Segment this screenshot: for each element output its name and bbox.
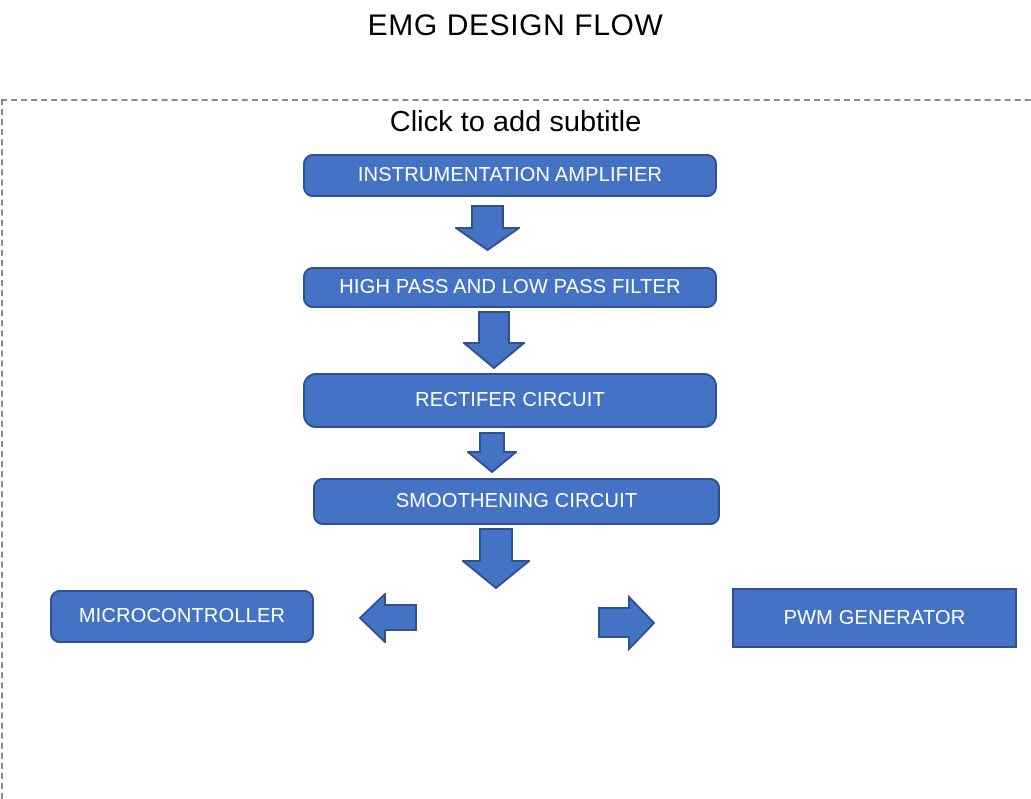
down-arrow-icon[interactable] [461, 311, 527, 370]
subtitle-placeholder-text[interactable]: Click to add subtitle [389, 106, 642, 138]
flow-node-rectifer-circuit[interactable]: RECTIFER CIRCUIT [303, 373, 717, 428]
down-arrow-icon[interactable] [460, 528, 532, 590]
flow-node-microcontroller[interactable]: MICROCONTROLLER [50, 590, 314, 643]
subtitle-placeholder[interactable] [1, 99, 1031, 799]
slide-title[interactable]: EMG DESIGN FLOW [367, 9, 664, 42]
down-arrow-icon[interactable] [452, 205, 523, 252]
flow-node-pwm-generator[interactable]: PWM GENERATOR [732, 588, 1017, 648]
flow-node-smoothening-circuit[interactable]: SMOOTHENING CIRCUIT [313, 478, 720, 525]
flow-node-instrumentation-amplifier[interactable]: INSTRUMENTATION AMPLIFIER [303, 154, 717, 197]
right-arrow-icon[interactable] [598, 594, 656, 652]
flow-node-high-pass-low-pass-filter[interactable]: HIGH PASS AND LOW PASS FILTER [303, 267, 717, 308]
down-arrow-icon[interactable] [465, 432, 519, 474]
left-arrow-icon[interactable] [358, 591, 417, 645]
slide-canvas: { "slide": { "title": "EMG DESIGN FLOW",… [1, 9, 1031, 799]
